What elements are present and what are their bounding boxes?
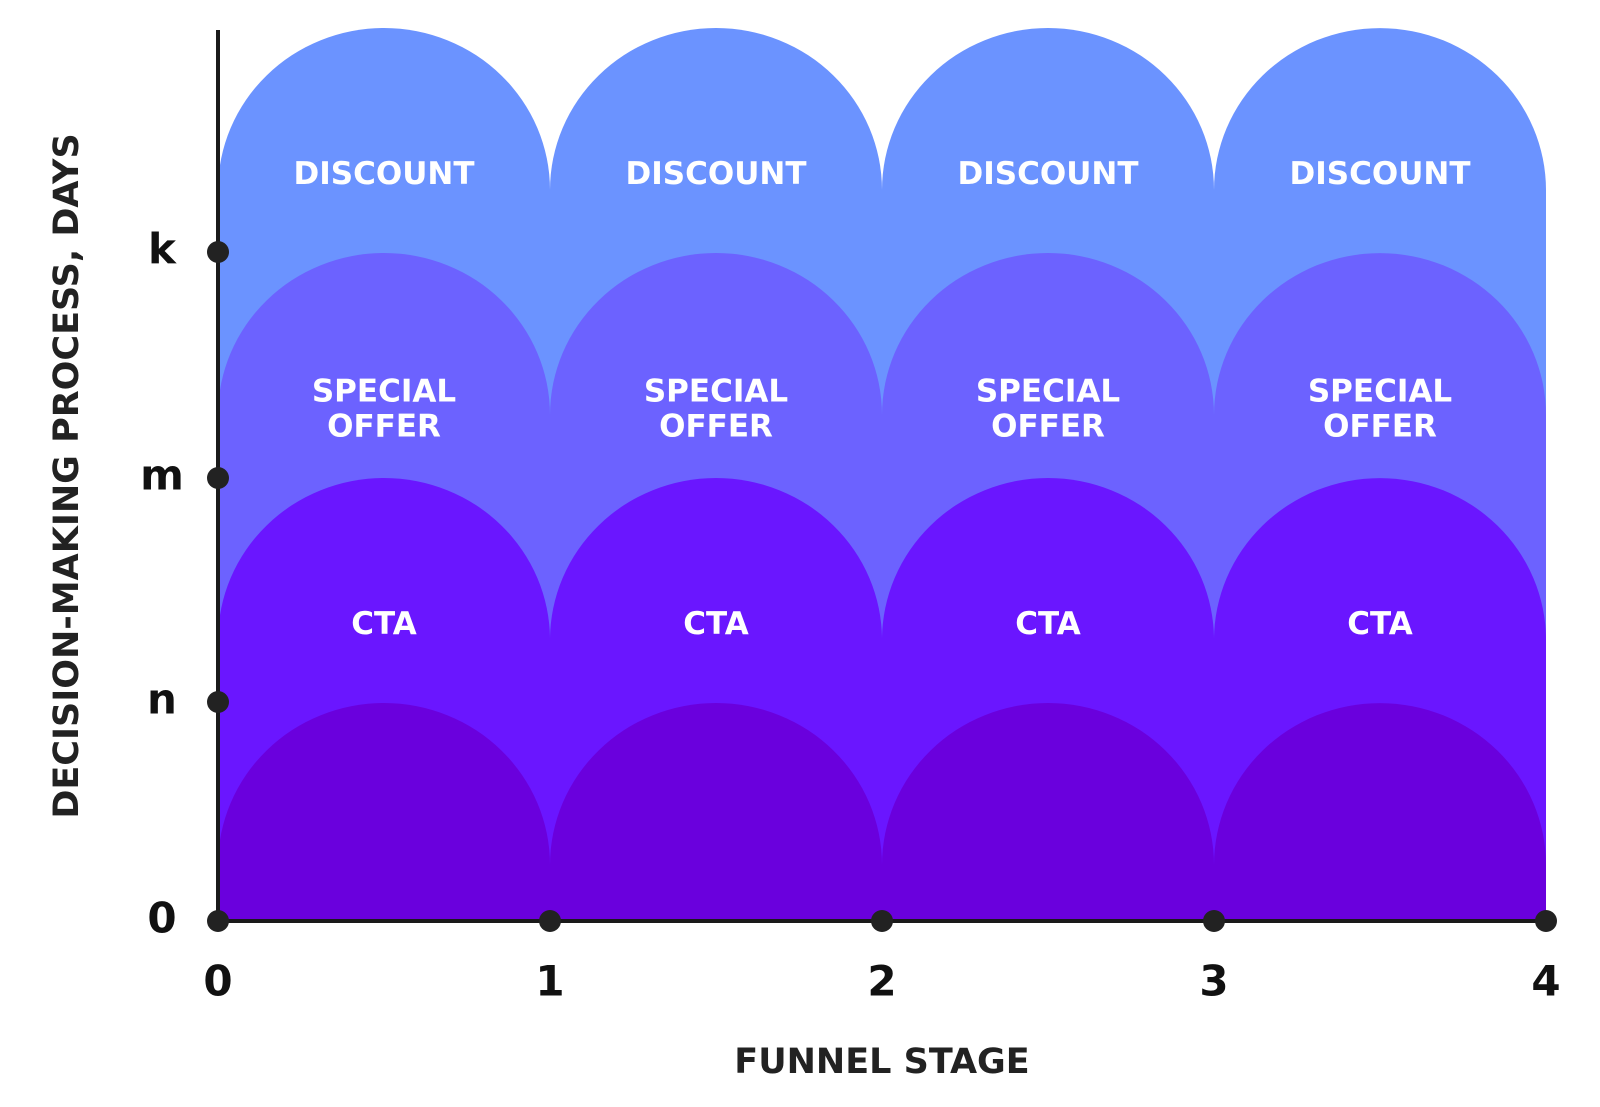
layer-3-arch-1 — [550, 703, 882, 921]
x-tick-label: 3 — [1199, 957, 1228, 1006]
layer-label: CTA — [351, 606, 416, 642]
y-tick-dot — [207, 467, 229, 489]
layer-label: DISCOUNT — [1290, 156, 1471, 192]
layer-3-arch-3 — [1214, 703, 1546, 921]
x-tick-label: 1 — [535, 957, 564, 1006]
x-tick-dot — [871, 910, 893, 932]
x-tick-dot — [1535, 910, 1557, 932]
x-tick-dot — [1203, 910, 1225, 932]
y-tick-label: 0 — [147, 894, 176, 943]
y-tick-label: k — [148, 225, 177, 274]
x-tick-label: 2 — [867, 957, 896, 1006]
layer-label: CTA — [1015, 606, 1080, 642]
layer-label: CTA — [1347, 606, 1412, 642]
layer-label: CTA — [683, 606, 748, 642]
layer-label: DISCOUNT — [294, 156, 475, 192]
x-tick-dot — [539, 910, 561, 932]
layer-3-arch-0 — [218, 703, 550, 921]
layer-label: DISCOUNT — [958, 156, 1139, 192]
x-tick-label: 4 — [1531, 957, 1560, 1006]
y-tick-dot — [207, 241, 229, 263]
layer-label: DISCOUNT — [626, 156, 807, 192]
layer-3-arch-2 — [882, 703, 1214, 921]
y-tick-label: n — [147, 675, 177, 724]
x-tick-label: 0 — [203, 957, 232, 1006]
ticks: 0 n m k 0 1 2 3 4 — [140, 225, 1561, 1006]
y-tick-label: m — [140, 451, 184, 500]
y-tick-dot — [207, 910, 229, 932]
y-axis-title: DECISION-MAKING PROCESS, DAYS — [47, 133, 87, 818]
layers — [218, 28, 1546, 921]
x-axis-title: FUNNEL STAGE — [734, 1042, 1029, 1082]
y-tick-dot — [207, 691, 229, 713]
